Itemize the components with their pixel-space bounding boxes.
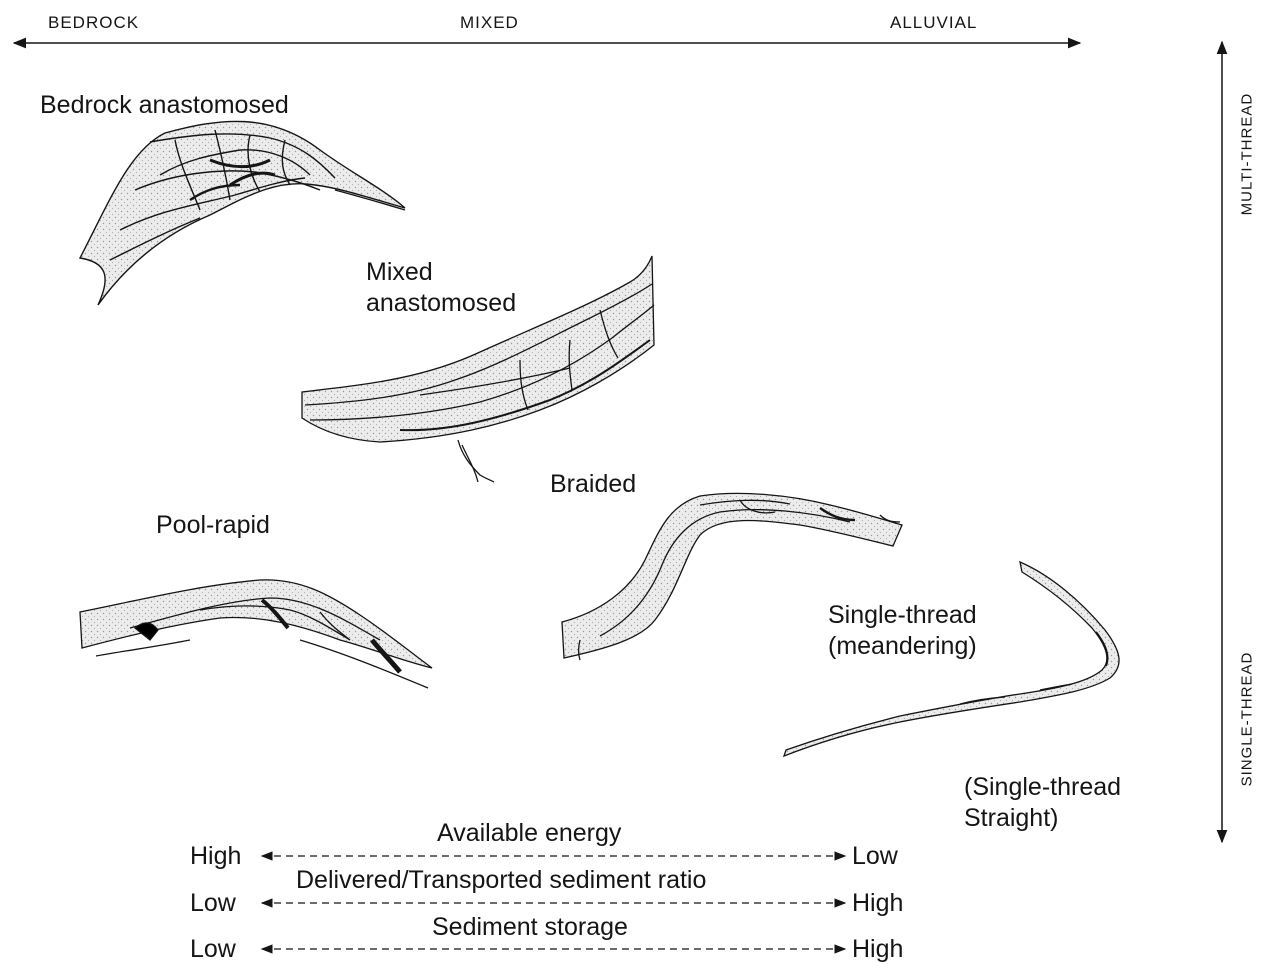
label-pool-rapid: Pool-rapid xyxy=(156,510,270,541)
label-bedrock-anastomosed: Bedrock anastomosed xyxy=(40,90,289,121)
pool-rapid-sketch xyxy=(80,580,432,688)
axis-label-bedrock: BEDROCK xyxy=(48,12,139,33)
gradient-title-sediment-storage: Sediment storage xyxy=(432,912,628,943)
axis-label-multi-thread: MULTI-THREAD xyxy=(1239,95,1258,215)
axis-label-single-thread: SINGLE-THREAD xyxy=(1239,656,1258,786)
gradient-title-sediment-ratio: Delivered/Transported sediment ratio xyxy=(296,865,706,896)
gradient-left-sediment-ratio: Low xyxy=(190,888,236,919)
label-mixed-anastomosed: Mixed anastomosed xyxy=(366,257,516,320)
gradient-title-energy: Available energy xyxy=(437,818,621,849)
label-braided: Braided xyxy=(550,469,636,500)
axis-label-mixed: MIXED xyxy=(460,12,519,33)
axis-label-alluvial: ALLUVIAL xyxy=(890,12,977,33)
bedrock-anastomosed-sketch xyxy=(80,121,405,305)
gradient-right-energy: Low xyxy=(852,841,898,872)
gradient-right-sediment-storage: High xyxy=(852,934,903,965)
gradient-right-sediment-ratio: High xyxy=(852,888,903,919)
label-straight: (Single-thread Straight) xyxy=(964,772,1121,835)
gradient-left-sediment-storage: Low xyxy=(190,934,236,965)
gradient-left-energy: High xyxy=(190,841,241,872)
label-meandering: Single-thread (meandering) xyxy=(828,600,977,663)
